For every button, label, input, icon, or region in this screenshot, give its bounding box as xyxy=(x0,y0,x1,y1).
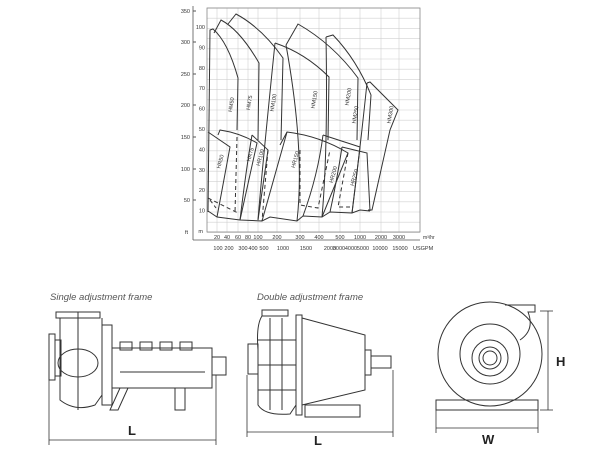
hm75-envelope xyxy=(213,19,260,141)
single-frame-caption: Single adjustment frame xyxy=(50,292,153,303)
chart-frame xyxy=(206,7,421,233)
hr-region-label: HR200 xyxy=(329,166,339,184)
hm300-envelope xyxy=(366,81,399,211)
hm200-left xyxy=(285,44,300,222)
hr150-left xyxy=(261,131,288,222)
hr-region-label: HR150 xyxy=(291,151,301,169)
m3hr-tick-label: 3000 xyxy=(393,235,405,241)
usgpm-tick-label: 10000 xyxy=(372,246,387,252)
hm-region-label: HM100 xyxy=(270,94,279,113)
m-tick-label: 90 xyxy=(199,45,205,51)
dimension-W-label: W xyxy=(482,432,495,447)
usgpm-tick-label: 2000 xyxy=(324,246,336,252)
hm100-envelope xyxy=(227,13,284,141)
m3hr-tick-label: 2000 xyxy=(375,235,387,241)
hr250-left xyxy=(329,146,343,213)
double-frame-pump-drawing xyxy=(247,309,392,418)
usgpm-tick-label: 3000 xyxy=(333,246,345,252)
m-unit: m xyxy=(198,229,203,235)
hm-region-label: HM75 xyxy=(246,95,254,110)
dashed-lines xyxy=(207,136,350,222)
m3hr-tick-label: 80 xyxy=(245,235,251,241)
m-tick-label: 20 xyxy=(199,188,205,194)
performance-envelopes xyxy=(207,13,399,222)
m-tick-label: 40 xyxy=(199,147,205,153)
usgpm-tick-label: 300 xyxy=(238,246,247,252)
m3hr-tick-label: 1000 xyxy=(354,235,366,241)
usgpm-tick-label: 1500 xyxy=(300,246,312,252)
hm200-envelope xyxy=(285,23,359,141)
dimension-L1 xyxy=(48,375,217,445)
hm-region-label: HM50 xyxy=(228,97,236,112)
m-tick-label: 10 xyxy=(199,209,205,215)
m3hr-tick-label: 400 xyxy=(314,235,323,241)
hm150-envelope xyxy=(274,42,330,141)
m3hr-tick-label: 100 xyxy=(253,235,262,241)
dimension-H-label: H xyxy=(556,354,566,369)
m3hr-tick-label: 20 xyxy=(214,235,220,241)
ft-tick-label: 300 xyxy=(181,40,190,46)
hr250-envelope xyxy=(341,146,371,212)
hm50-envelope xyxy=(207,28,239,213)
m-tick-label: 80 xyxy=(199,66,205,72)
m3hr-unit: m³/hr xyxy=(423,235,435,241)
hr-region-label: HR50 xyxy=(216,154,225,169)
hr75-left xyxy=(239,134,253,221)
hm-region-label: HM150 xyxy=(311,91,320,110)
double-frame-caption: Double adjustment frame xyxy=(257,292,364,303)
ft-tick-label: 250 xyxy=(181,72,190,78)
m-tick-label: 70 xyxy=(199,86,205,92)
m3hr-tick-label: 200 xyxy=(272,235,281,241)
m-tick-label: 30 xyxy=(199,168,205,174)
hr50-envelope xyxy=(207,131,231,218)
m-tick-label: 50 xyxy=(199,127,205,133)
m-tick-label: 60 xyxy=(199,107,205,113)
hr-region-label: HR250 xyxy=(350,169,360,187)
hm250-envelope xyxy=(325,34,372,141)
hm-region-label: HM300 xyxy=(387,106,396,125)
dimension-L2-label: L xyxy=(314,433,322,448)
ft-tick-label: 200 xyxy=(181,103,190,109)
usgpm-unit: USGPM xyxy=(413,246,434,252)
ft-tick-label: 100 xyxy=(181,167,190,173)
hr75-envelope xyxy=(217,129,258,221)
single-frame-pump-drawing xyxy=(48,311,227,411)
dimension-L2 xyxy=(246,370,394,437)
hm100-left xyxy=(257,42,276,221)
dimension-W-H xyxy=(435,310,553,433)
m3hr-tick-label: 300 xyxy=(295,235,304,241)
dimension-L1-label: L xyxy=(128,423,136,438)
usgpm-tick-label: 400 xyxy=(248,246,257,252)
pump-end-view-drawing xyxy=(435,301,543,411)
m3hr-tick-label: 60 xyxy=(235,235,241,241)
hr200-left xyxy=(302,134,324,217)
ft-tick-label: 50 xyxy=(184,198,190,204)
ft-tick-label: 150 xyxy=(181,135,190,141)
m3hr-tick-label: 40 xyxy=(224,235,230,241)
usgpm-tick-label: 4000 xyxy=(345,246,357,252)
usgpm-tick-label: 5000 xyxy=(357,246,369,252)
usgpm-tick-label: 15000 xyxy=(392,246,407,252)
m-tick-label: 100 xyxy=(196,25,205,31)
usgpm-tick-label: 1000 xyxy=(277,246,289,252)
ft-tick-label: 350 xyxy=(181,9,190,15)
usgpm-tick-label: 200 xyxy=(224,246,233,252)
hm-region-label: HM250 xyxy=(352,106,361,125)
hr150-envelope xyxy=(279,131,349,218)
hr-region-label: HR100 xyxy=(256,149,266,167)
bottom-boundary xyxy=(207,209,371,222)
usgpm-tick-label: 100 xyxy=(213,246,222,252)
m3hr-tick-label: 500 xyxy=(335,235,344,241)
hr-region-label: HR75 xyxy=(246,147,255,162)
usgpm-tick-label: 500 xyxy=(259,246,268,252)
hm300-left xyxy=(351,82,368,214)
hm-region-label: HM200 xyxy=(345,88,354,107)
hm250-left xyxy=(321,36,327,218)
ft-unit: ft xyxy=(185,230,189,236)
